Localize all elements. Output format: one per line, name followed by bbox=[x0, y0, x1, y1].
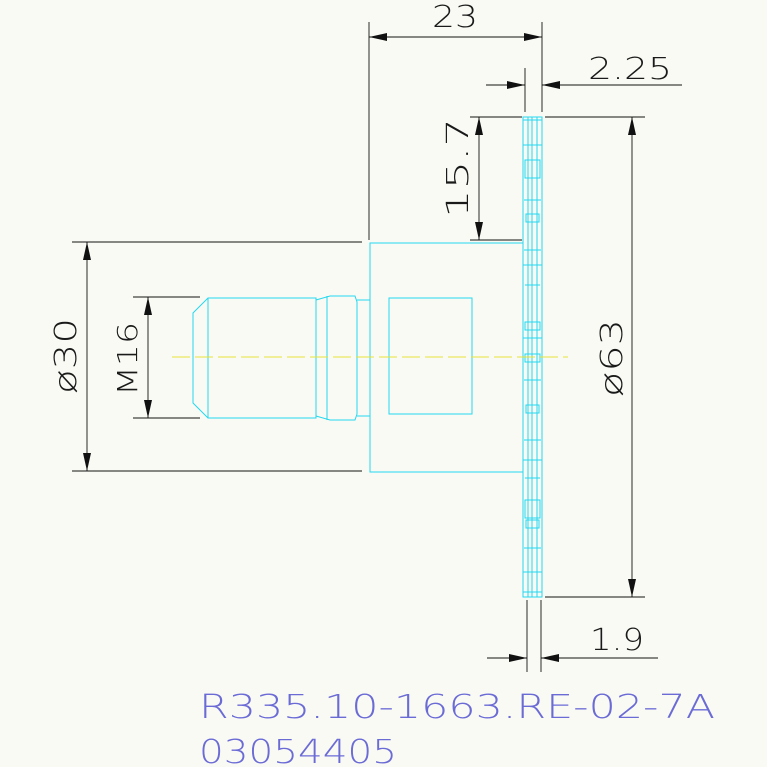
dim-radial-depth: 15.7 bbox=[441, 118, 476, 218]
dim-thread: M16 bbox=[111, 322, 144, 396]
dim-length: 23 bbox=[432, 0, 478, 35]
order-number: 03054405 bbox=[199, 732, 397, 767]
hub-pocket bbox=[388, 297, 473, 415]
dimension-lines bbox=[72, 22, 682, 672]
dim-outer-diameter: ø63 bbox=[595, 319, 630, 397]
part-designation: R335.10-1663.RE-02-7A bbox=[199, 687, 715, 726]
dim-hub-diameter: ø30 bbox=[49, 318, 84, 394]
dim-blade-thickness: 2.25 bbox=[588, 52, 672, 87]
dim-tip-width: 1.9 bbox=[590, 623, 644, 658]
threaded-shank bbox=[192, 297, 317, 419]
